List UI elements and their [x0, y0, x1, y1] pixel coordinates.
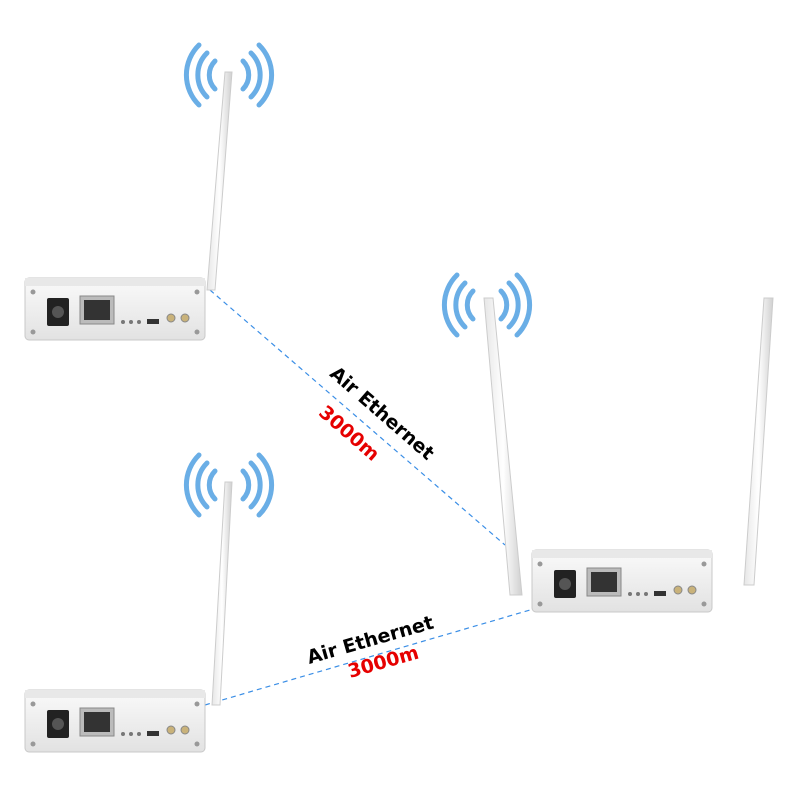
- link-line-2: [204, 609, 531, 706]
- antenna-left: [483, 297, 523, 596]
- antenna-right: [743, 297, 774, 586]
- device-right-base-station: [444, 275, 774, 613]
- device-bottom-left: [24, 455, 272, 753]
- antenna: [211, 481, 233, 706]
- link-line-1: [209, 289, 506, 546]
- antenna: [206, 71, 233, 291]
- device-top-left: [24, 45, 272, 341]
